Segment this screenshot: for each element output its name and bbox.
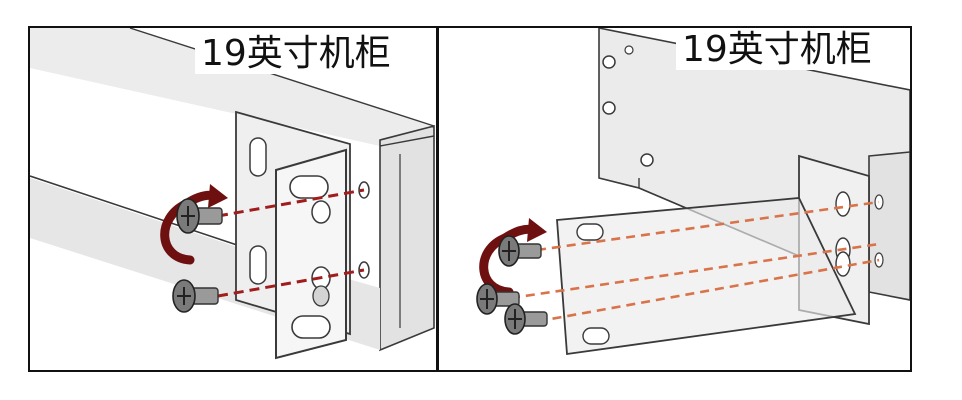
panel-divider: [436, 26, 439, 372]
screw-icon: [476, 283, 520, 315]
chassis-front-face: [868, 151, 910, 301]
alignment-line: [217, 268, 365, 298]
bracket-front-ear: [275, 148, 347, 360]
panel-right-illustration: [439, 28, 910, 370]
alignment-lines: [510, 200, 880, 326]
chassis-front-face: [379, 124, 435, 352]
alignment-line: [536, 200, 880, 252]
alignment-line: [217, 188, 365, 218]
screw-icon: [504, 303, 548, 335]
panel-left-title: 19英寸机柜: [195, 34, 397, 74]
panel-left-illustration: [30, 28, 436, 370]
screw-icon: [498, 235, 542, 267]
screw-icon: [172, 279, 219, 313]
alignment-lines: [217, 188, 365, 298]
chassis-top: [30, 28, 434, 146]
alignment-line: [510, 242, 880, 300]
alignment-line: [522, 258, 880, 326]
panel-right-title: 19英寸机柜: [676, 30, 878, 70]
screw-icon: [176, 198, 223, 234]
